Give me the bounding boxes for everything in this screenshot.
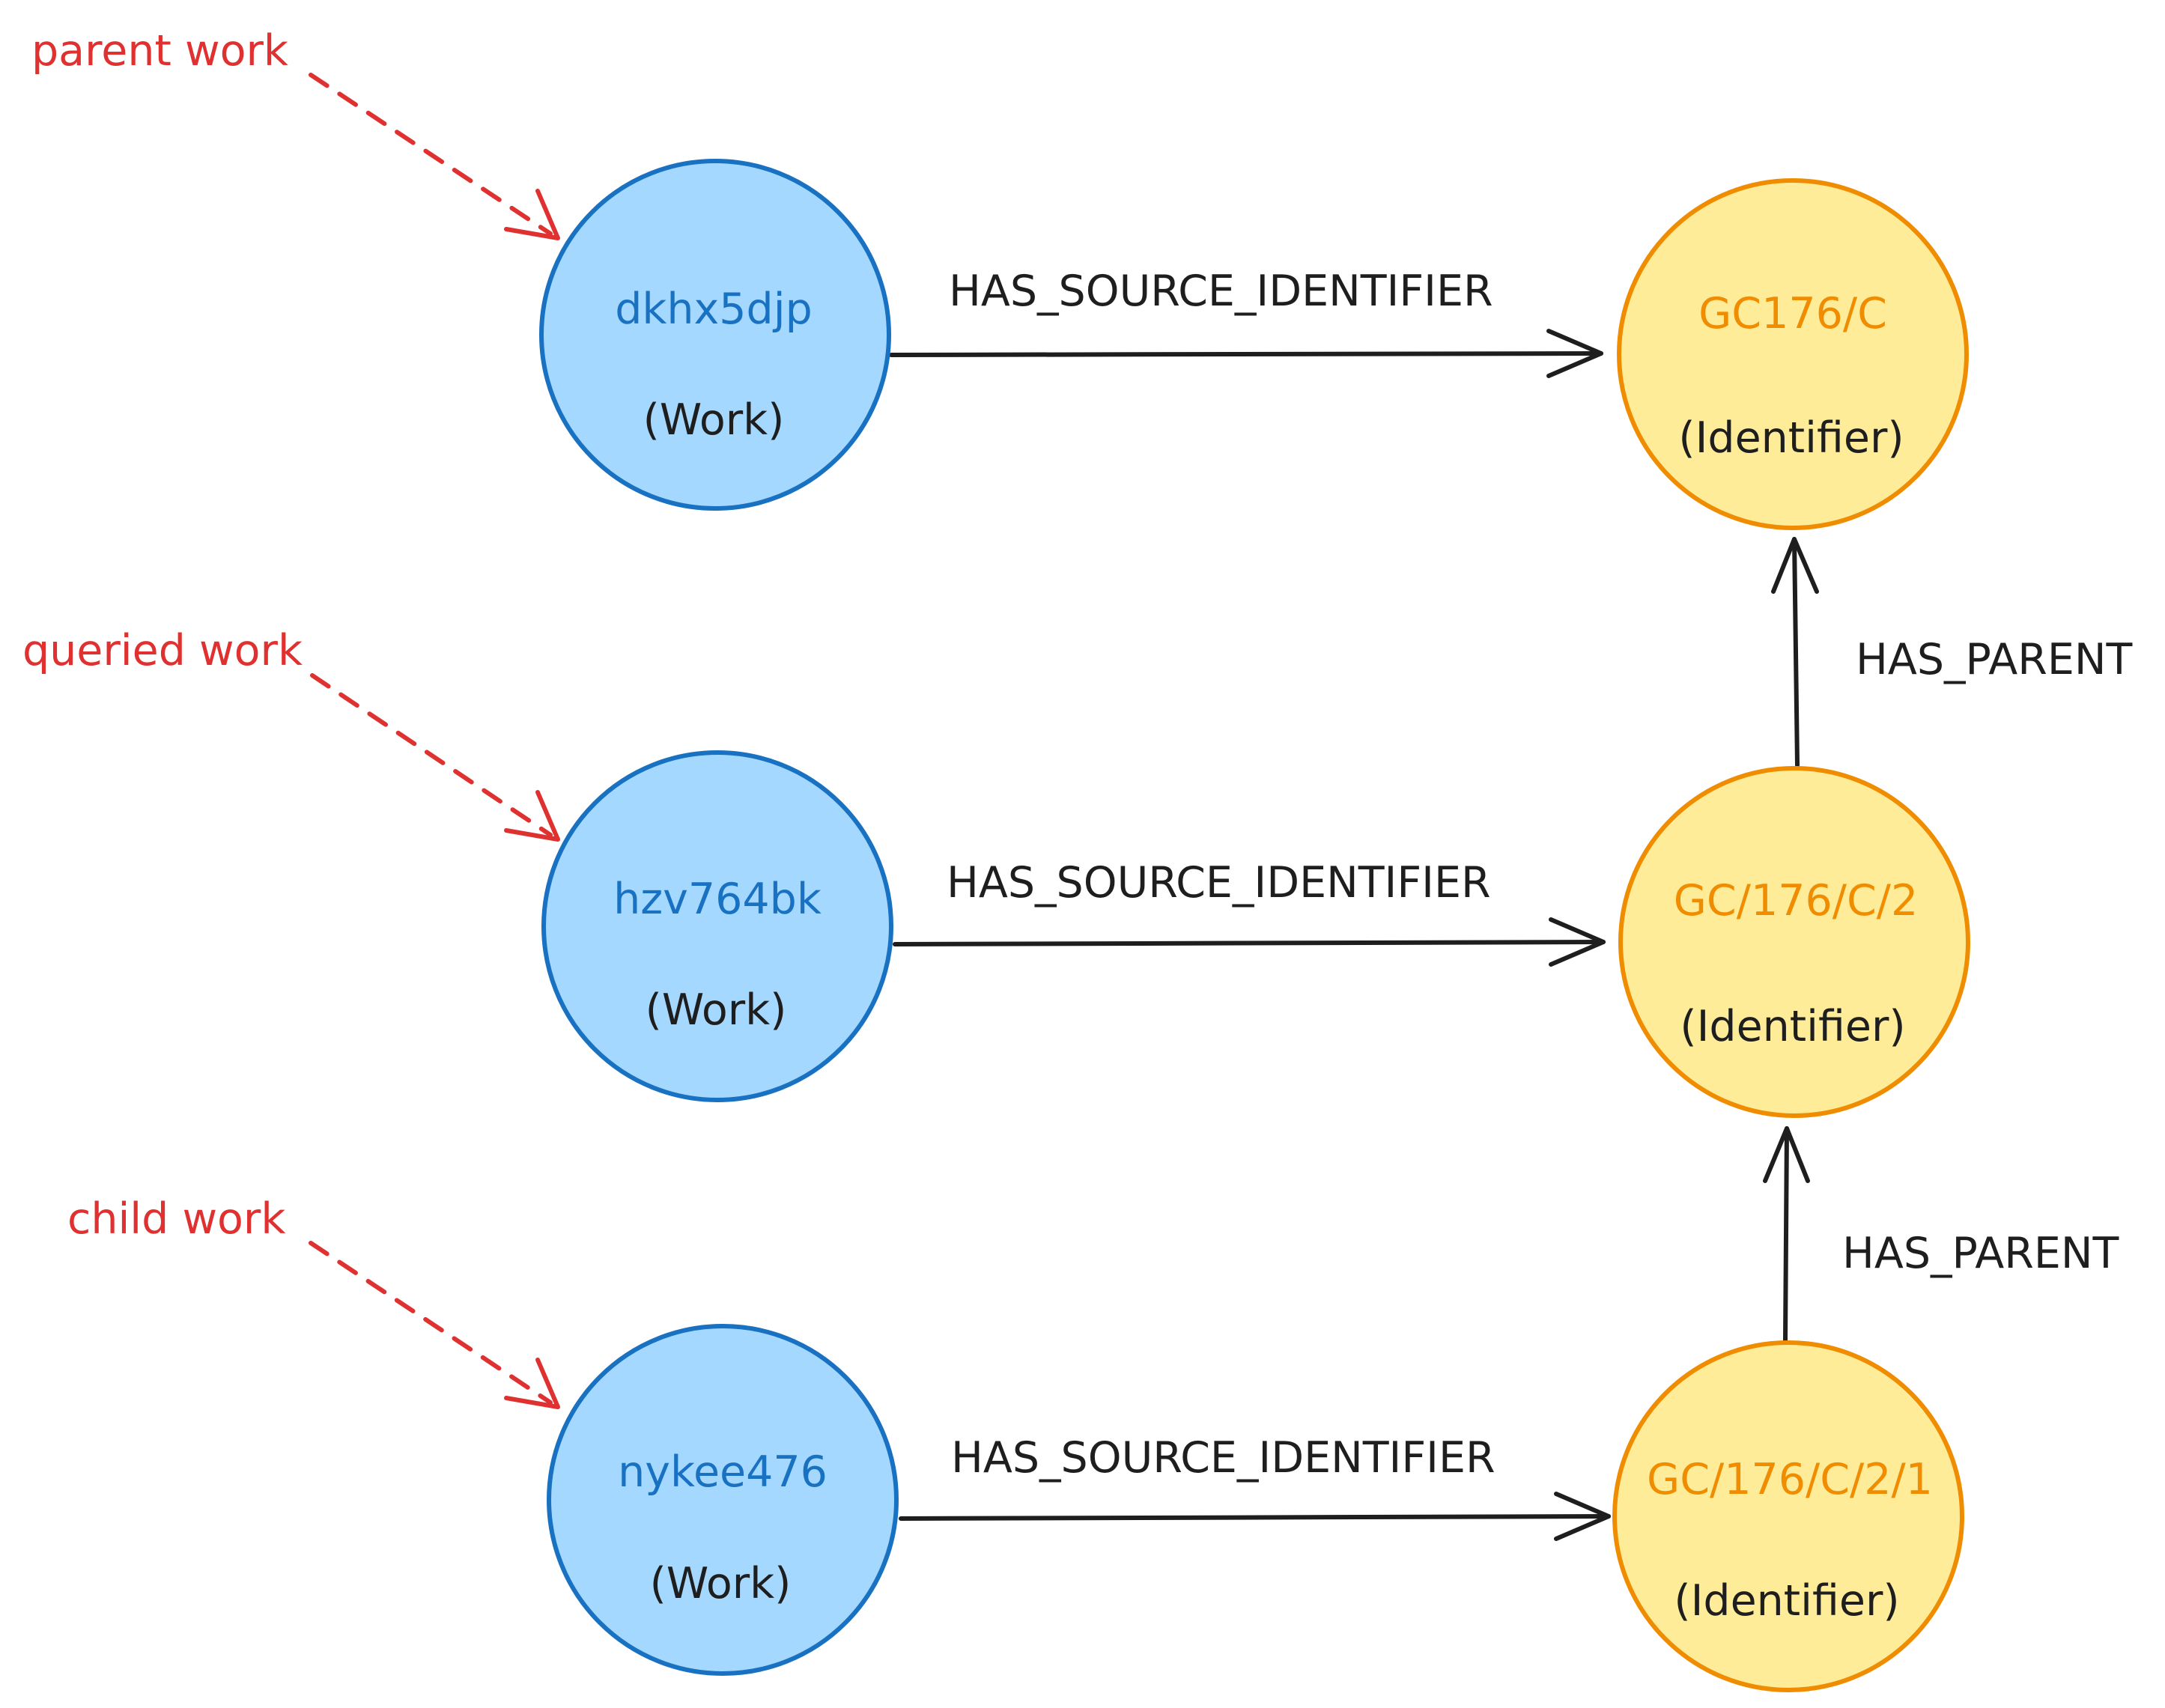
edge-label: HAS_SOURCE_IDENTIFIER — [949, 267, 1493, 316]
annotation-child-work: child work — [67, 1194, 560, 1409]
annotation-arrow-queried-head — [504, 790, 560, 842]
identifier-node-type: (Identifier) — [1678, 413, 1904, 463]
annotation-queried-work: queried work — [22, 626, 560, 842]
identifier-node-circle — [1618, 766, 1970, 1118]
edge-arrowhead — [1549, 917, 1606, 967]
work-node-type: (Work) — [650, 1559, 792, 1608]
annotation-arrow-parent-head — [504, 189, 560, 240]
annotation-label-child: child work — [67, 1194, 285, 1244]
edge-arrowhead — [1546, 329, 1603, 378]
identifier-node-child[interactable]: GC/176/C/2/1 (Identifier) — [1612, 1340, 1964, 1692]
edge-line — [1783, 1126, 1789, 1343]
work-node-id: nykee476 — [618, 1447, 828, 1497]
identifier-node-circle — [1617, 178, 1969, 530]
work-node-id: hzv764bk — [613, 875, 822, 924]
annotation-arrow-parent-line — [309, 73, 553, 236]
work-node-child[interactable]: nykee476 (Work) — [547, 1324, 899, 1676]
work-node-type: (Work) — [646, 985, 787, 1035]
identifier-node-id: GC176/C — [1698, 289, 1887, 338]
edge-arrowhead — [1763, 1126, 1810, 1183]
edge-has-source-identifier-1: HAS_SOURCE_IDENTIFIER — [889, 267, 1603, 378]
annotation-label-parent: parent work — [31, 26, 288, 76]
annotation-parent-work: parent work — [31, 26, 560, 240]
edge-label: HAS_SOURCE_IDENTIFIER — [947, 858, 1491, 908]
work-node-type: (Work) — [643, 395, 785, 445]
identifier-node-id: GC/176/C/2/1 — [1647, 1455, 1933, 1504]
work-node-parent[interactable]: dkhx5djp (Work) — [539, 159, 891, 511]
annotation-label-queried: queried work — [22, 626, 303, 675]
identifier-node-queried[interactable]: GC/176/C/2 (Identifier) — [1618, 766, 1970, 1118]
identifier-node-parent[interactable]: GC176/C (Identifier) — [1617, 178, 1969, 530]
edge-line — [889, 351, 1603, 357]
identifier-node-circle — [1612, 1340, 1964, 1692]
annotation-arrow-queried-line — [310, 673, 553, 837]
edge-line — [1792, 537, 1800, 768]
edge-line — [899, 1514, 1611, 1521]
edge-arrowhead — [1554, 1492, 1611, 1541]
identifier-node-type: (Identifier) — [1680, 1002, 1905, 1051]
edge-has-parent-1: HAS_PARENT — [1771, 537, 2133, 768]
edge-label: HAS_SOURCE_IDENTIFIER — [951, 1433, 1496, 1483]
work-node-queried[interactable]: hzv764bk (Work) — [541, 750, 893, 1102]
edge-line — [893, 940, 1606, 946]
edge-has-parent-2: HAS_PARENT — [1763, 1126, 2119, 1343]
work-node-circle — [547, 1324, 899, 1676]
annotation-arrow-child-head — [504, 1358, 560, 1409]
work-node-circle — [541, 750, 893, 1102]
edge-label: HAS_PARENT — [1842, 1229, 2119, 1278]
edge-has-source-identifier-3: HAS_SOURCE_IDENTIFIER — [899, 1433, 1611, 1541]
annotation-arrow-child-line — [309, 1241, 553, 1405]
identifier-node-id: GC/176/C/2 — [1674, 876, 1918, 926]
edge-has-source-identifier-2: HAS_SOURCE_IDENTIFIER — [893, 858, 1606, 967]
edge-label: HAS_PARENT — [1856, 635, 2133, 684]
identifier-node-type: (Identifier) — [1674, 1576, 1899, 1626]
work-node-id: dkhx5djp — [615, 285, 813, 334]
work-node-circle — [539, 159, 891, 511]
edge-arrowhead — [1771, 537, 1819, 594]
